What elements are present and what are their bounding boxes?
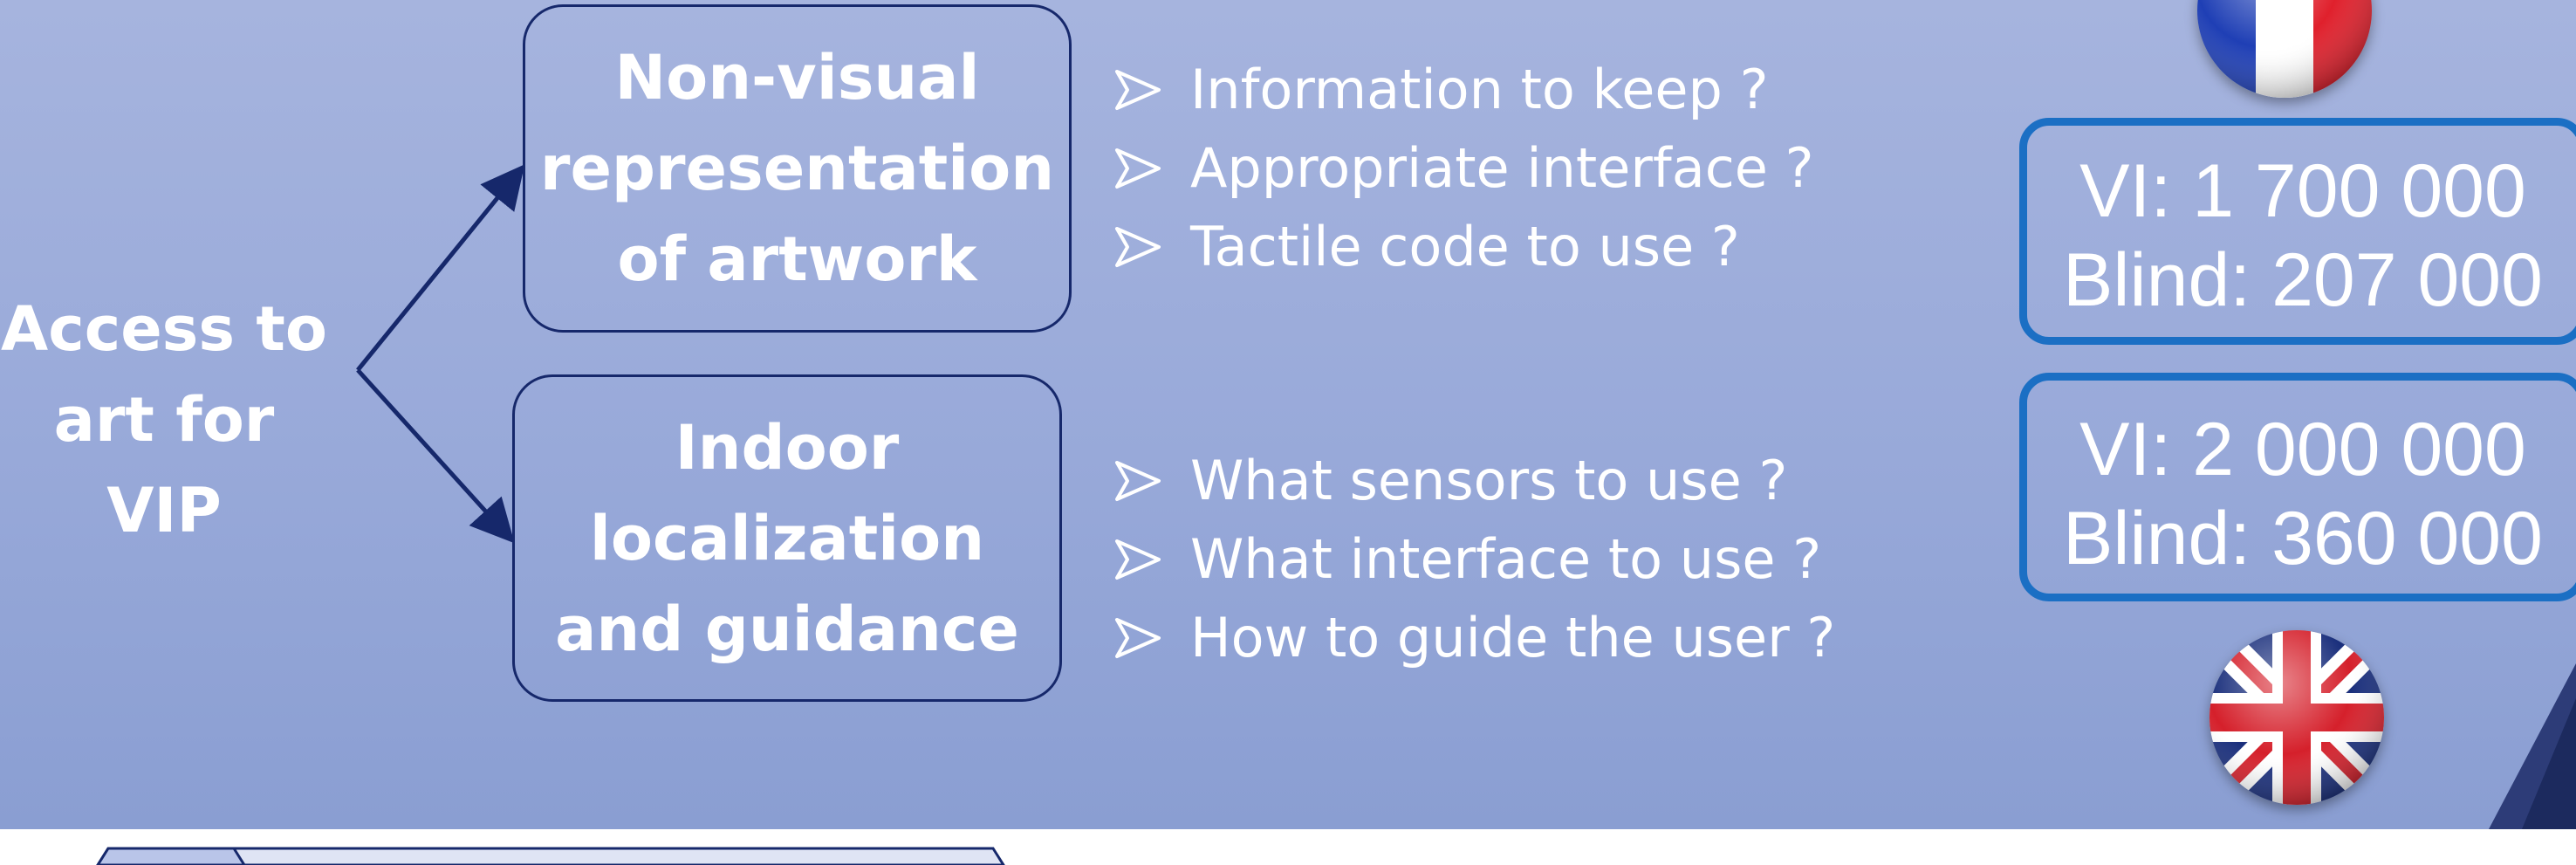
non-visual-title-line-2: representation (539, 133, 1055, 204)
uk-flag-icon (2209, 630, 2384, 805)
question-item: What interface to use ? (1110, 520, 1835, 599)
france-blind-count: Blind: 207 000 (2063, 238, 2543, 322)
arrow-bullet-icon (1115, 227, 1161, 267)
footer-bar (0, 829, 2576, 865)
arrow-bullet-icon (1115, 539, 1161, 580)
slide: Access to art for VIP Non-visual represe… (0, 0, 2576, 829)
indoor-questions: What sensors to use ? What interface to … (1110, 442, 1835, 677)
corner-decoration (2489, 663, 2576, 829)
non-visual-title-line-1: Non-visual (614, 42, 980, 113)
france-vi-count: VI: 1 700 000 (2079, 149, 2526, 233)
question-item: How to guide the user ? (1110, 599, 1835, 677)
non-visual-box: Non-visual representation of artwork (523, 4, 1072, 333)
non-visual-title: Non-visual representation of artwork (525, 32, 1069, 305)
question-text: How to guide the user ? (1190, 606, 1836, 669)
indoor-title: Indoor localization and guidance (515, 402, 1059, 675)
connector-arrows (356, 164, 525, 544)
france-flag-icon (2197, 0, 2372, 98)
uk-blind-count: Blind: 360 000 (2063, 497, 2543, 580)
footer-tab-decoration (96, 847, 1005, 865)
question-text: Information to keep ? (1190, 58, 1769, 121)
question-item: Information to keep ? (1110, 51, 1814, 129)
indoor-title-line-3: and guidance (555, 593, 1019, 665)
indoor-box: Indoor localization and guidance (512, 374, 1062, 702)
question-text: What sensors to use ? (1190, 449, 1788, 512)
arrow-bullet-icon (1115, 461, 1161, 501)
arrow-bullet-icon (1115, 148, 1161, 189)
question-item: Tactile code to use ? (1110, 208, 1814, 286)
france-stats-box: VI: 1 700 000 Blind: 207 000 (2019, 118, 2576, 345)
non-visual-title-line-3: of artwork (617, 223, 977, 295)
question-text: Tactile code to use ? (1190, 215, 1740, 278)
non-visual-questions: Information to keep ? Appropriate interf… (1110, 51, 1814, 286)
question-item: What sensors to use ? (1110, 442, 1835, 520)
arrow-bullet-icon (1115, 618, 1161, 658)
root-label: Access to art for VIP (0, 284, 328, 556)
root-label-line-1: Access to (1, 293, 327, 365)
uk-vi-count: VI: 2 000 000 (2079, 408, 2526, 491)
arrow-to-indoor (356, 368, 515, 544)
question-text: What interface to use ? (1190, 527, 1822, 591)
indoor-title-line-2: localization (589, 502, 985, 574)
indoor-title-line-1: Indoor (675, 411, 900, 484)
question-text: Appropriate interface ? (1190, 136, 1814, 200)
arrow-bullet-icon (1115, 70, 1161, 110)
question-item: Appropriate interface ? (1110, 129, 1814, 208)
uk-stats-box: VI: 2 000 000 Blind: 360 000 (2019, 373, 2576, 601)
root-label-line-2: art for VIP (53, 384, 275, 546)
arrow-to-non-visual (356, 164, 525, 372)
